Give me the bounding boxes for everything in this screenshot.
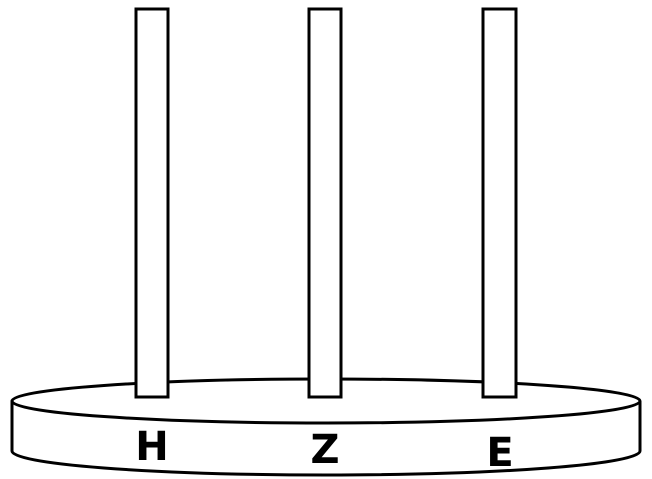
- peg-label-z: Z: [310, 427, 339, 473]
- peg-e: [481, 7, 518, 399]
- peg-label-e: E: [486, 430, 513, 476]
- peg-h: [134, 7, 170, 399]
- peg-z: [307, 7, 343, 399]
- peg-label-h: H: [135, 424, 168, 470]
